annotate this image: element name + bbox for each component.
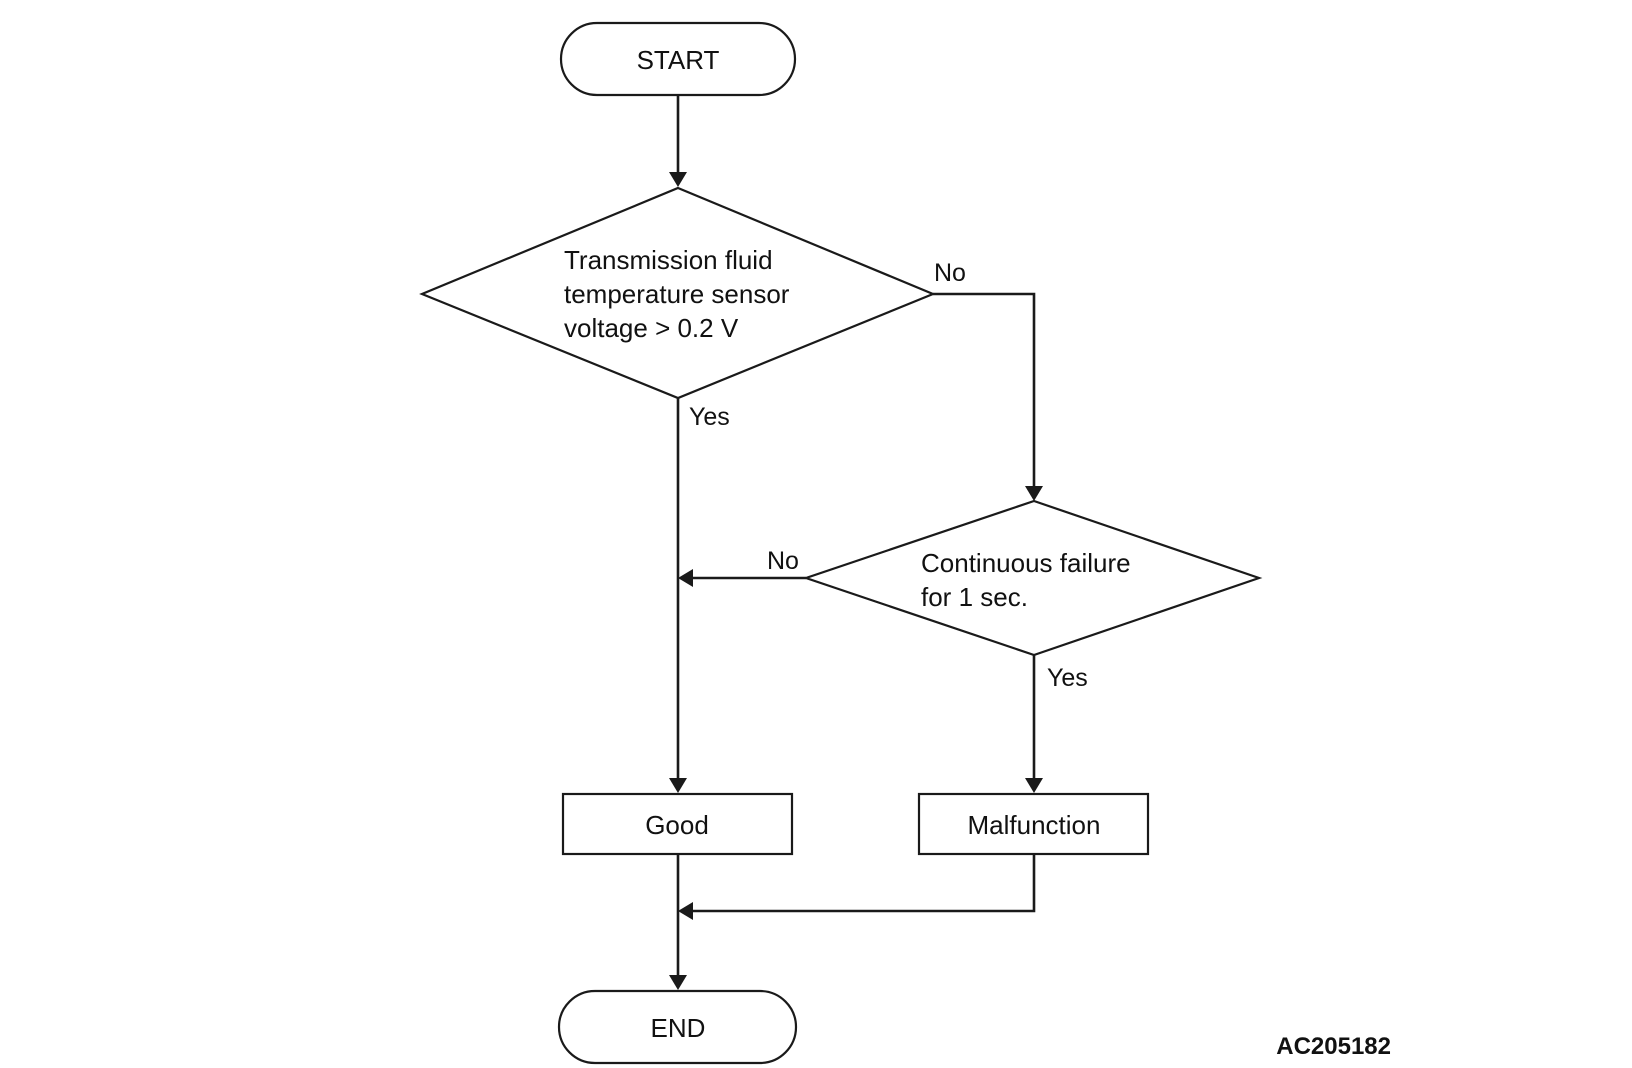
decision2-yes-label: Yes	[1047, 664, 1088, 692]
decision1-line-3: voltage > 0.2 V	[564, 313, 739, 343]
malfunction-node: Malfunction	[917, 792, 1150, 856]
good-label: Good	[645, 810, 709, 840]
connector-decision2-no: No	[678, 547, 806, 587]
decision1-no-label: No	[934, 259, 966, 287]
arrow-head	[678, 902, 693, 920]
arrow-head	[669, 172, 687, 187]
connector-decision1-yes: Yes	[669, 398, 730, 793]
figure-code: AC205182	[1276, 1033, 1391, 1060]
decision2-line-1: Continuous failure	[921, 548, 1131, 578]
arrow-head	[1025, 778, 1043, 793]
arrow-head	[669, 975, 687, 990]
start-label: START	[637, 45, 720, 75]
connector-decision2-yes: Yes	[1025, 655, 1088, 793]
decision2-line-2: for 1 sec.	[921, 582, 1028, 612]
decision2-no-label: No	[767, 547, 799, 575]
connector-good-to-end	[669, 854, 687, 990]
malfunction-label: Malfunction	[968, 810, 1101, 840]
decision2-label: Continuous failure for 1 sec.	[921, 548, 1138, 612]
arrow-head	[1025, 486, 1043, 501]
decision1-line-1: Transmission fluid	[564, 245, 773, 275]
connector-start-to-decision1	[669, 95, 687, 187]
end-node: END	[557, 989, 798, 1065]
connector-decision1-no: No	[933, 259, 1043, 501]
arrow-head	[678, 569, 693, 587]
arrow-head	[669, 778, 687, 793]
decision2-node: Continuous failure for 1 sec.	[802, 499, 1263, 657]
decision1-yes-label: Yes	[689, 403, 730, 431]
decision1-label: Transmission fluid temperature sensor vo…	[564, 245, 797, 343]
end-label: END	[651, 1013, 706, 1043]
decision1-node: Transmission fluid temperature sensor vo…	[419, 186, 936, 400]
start-node: START	[559, 21, 797, 97]
decision1-line-2: temperature sensor	[564, 279, 790, 309]
good-node: Good	[561, 792, 794, 856]
connector-malfunction-to-end	[678, 854, 1036, 920]
